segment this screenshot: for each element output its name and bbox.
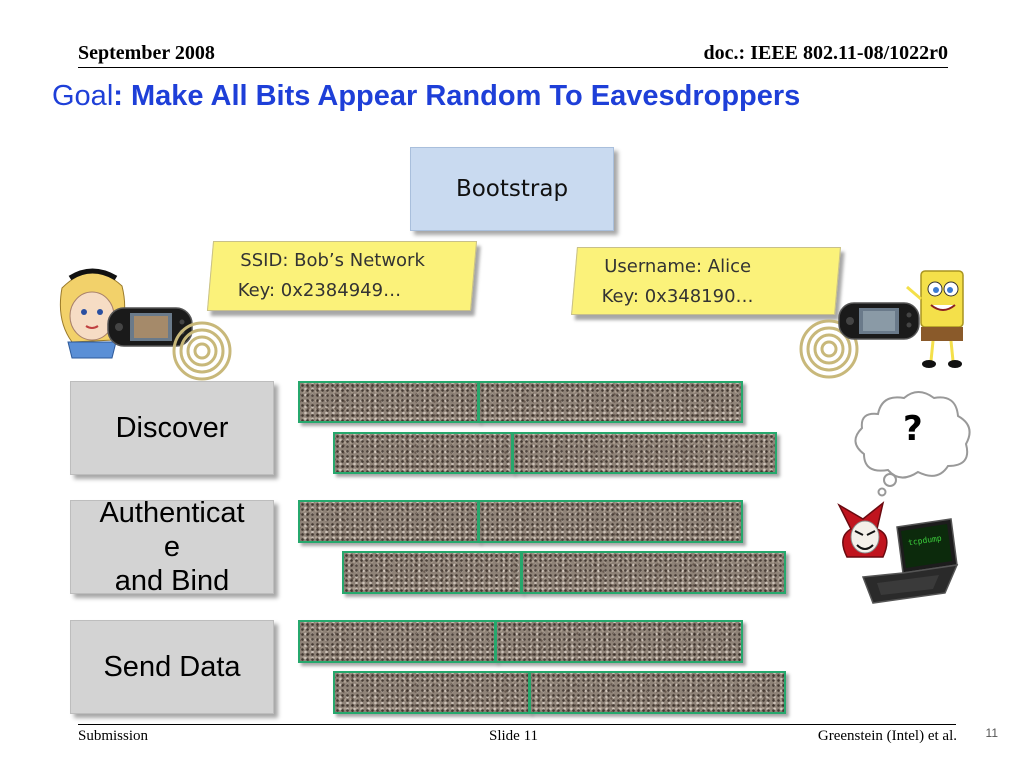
encrypted-packet-header bbox=[333, 432, 513, 474]
eavesdropper-illustration bbox=[837, 501, 959, 604]
step-authenticate-line3: and Bind bbox=[114, 565, 230, 597]
title-prefix: Goal bbox=[52, 80, 114, 112]
step-discover-label: Discover bbox=[115, 412, 229, 444]
encrypted-packet-body bbox=[478, 381, 743, 423]
encrypted-packet-header bbox=[333, 671, 530, 714]
step-authenticate-line1: Authenticat bbox=[99, 497, 245, 529]
header-date: September 2008 bbox=[78, 42, 215, 64]
header-divider bbox=[78, 67, 948, 68]
note-network-credentials: SSID: Bob’s Network Key: 0x2384949… bbox=[206, 241, 478, 311]
encrypted-packet-body bbox=[495, 620, 743, 663]
encrypted-packet-header bbox=[298, 620, 496, 663]
footer-slide-label: Slide 11 bbox=[489, 728, 539, 744]
title-main: : Make All Bits Appear Random To Eavesdr… bbox=[113, 80, 801, 112]
header-doc-id: doc.: IEEE 802.11-08/1022r0 bbox=[703, 42, 948, 64]
devil-icon bbox=[837, 501, 888, 558]
slide-title: Goal: Make All Bits Appear Random To Eav… bbox=[52, 80, 800, 113]
spongebob-icon bbox=[906, 270, 964, 368]
step-authenticate-and-bind: Authenticat e and Bind bbox=[70, 497, 274, 597]
question-mark: ? bbox=[903, 409, 923, 449]
step-discover: Discover bbox=[70, 381, 274, 475]
laptop-icon bbox=[861, 518, 959, 604]
note-key-left: Key: 0x2384949… bbox=[237, 280, 402, 301]
encrypted-packet-header bbox=[298, 500, 479, 543]
alice-icon bbox=[59, 268, 126, 359]
page-number: 11 bbox=[985, 726, 998, 740]
encrypted-packet-body bbox=[478, 500, 743, 543]
footer-divider bbox=[78, 724, 956, 725]
step-authenticate-label: Authenticat e and Bind bbox=[99, 496, 244, 598]
alice-device-illustration bbox=[59, 268, 232, 381]
handheld-device-right-icon bbox=[838, 302, 920, 340]
step-authenticate-line2: e bbox=[163, 531, 181, 563]
bob-device-illustration bbox=[799, 270, 964, 379]
handheld-device-left-icon bbox=[107, 307, 193, 347]
bootstrap-label: Bootstrap bbox=[455, 176, 569, 202]
encrypted-packet-header bbox=[342, 551, 522, 594]
encrypted-packet-header bbox=[298, 381, 479, 423]
note-ssid: SSID: Bob’s Network bbox=[240, 250, 425, 271]
footer-authors: Greenstein (Intel) et al. bbox=[817, 728, 957, 744]
step-send-label: Send Data bbox=[103, 651, 241, 683]
encrypted-packet-body bbox=[512, 432, 777, 474]
encrypted-packet-body bbox=[529, 671, 786, 714]
step-send-data: Send Data bbox=[70, 620, 274, 714]
encrypted-packet-body bbox=[521, 551, 786, 594]
bootstrap-box: Bootstrap bbox=[410, 147, 614, 231]
footer-submission: Submission bbox=[78, 728, 149, 744]
wireless-signal-left-icon bbox=[172, 321, 232, 381]
thought-cloud-icon bbox=[854, 391, 971, 497]
wireless-signal-right-icon bbox=[799, 319, 859, 379]
